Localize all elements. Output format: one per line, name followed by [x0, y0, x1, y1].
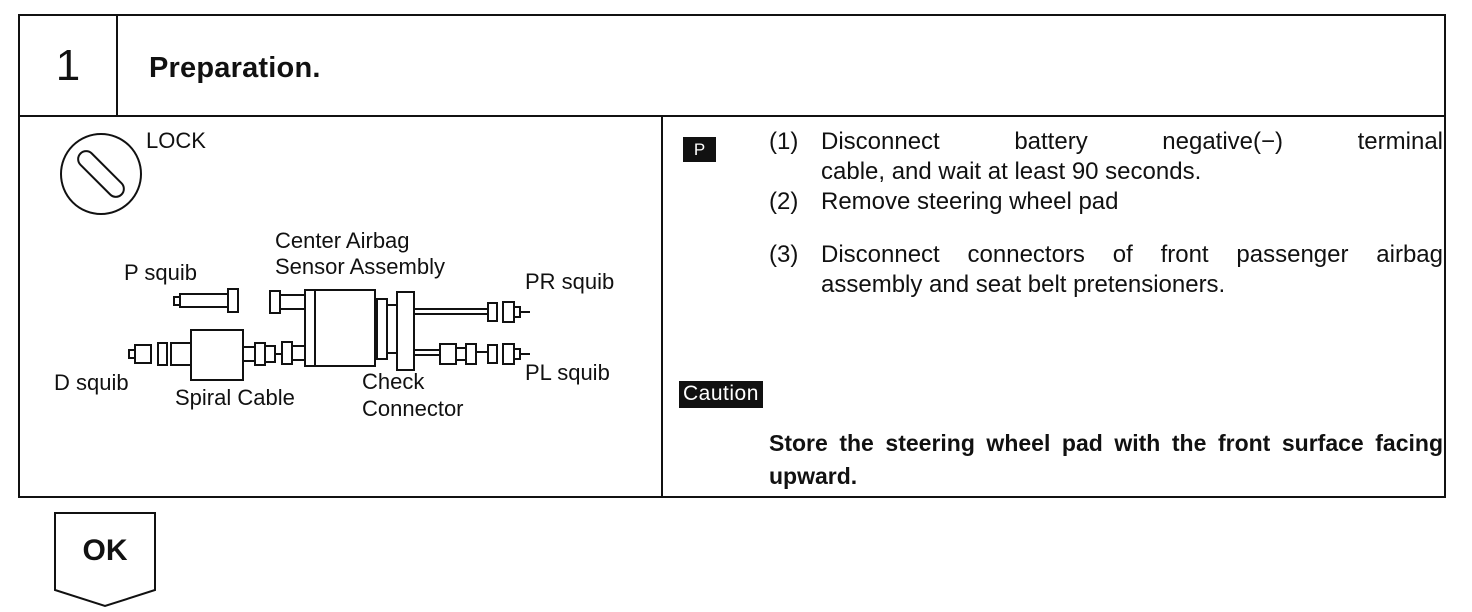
ignition-lock-icon [60, 133, 142, 215]
caution-text: Store the steering wheel pad with the fr… [769, 430, 1443, 489]
step-text-line2: cable, and wait at least 90 seconds. [821, 158, 1202, 185]
spiral-cable-label: Spiral Cable [175, 385, 295, 410]
instruction-pane: P (1) Disconnect battery negative(−) ter… [663, 117, 1446, 498]
ok-result-marker: OK [54, 512, 156, 608]
diagram-pane: LOCK P squib Center Airbag Sensor Assemb… [20, 117, 663, 498]
step-number-label: (2) [769, 188, 799, 215]
pl-squib-label: PL squib [525, 360, 610, 385]
p-badge: P [683, 137, 716, 162]
ok-arrow-icon [54, 512, 156, 608]
step-title: Preparation. [149, 52, 321, 84]
airbag-wiring-diagram: LOCK P squib Center Airbag Sensor Assemb… [54, 128, 614, 421]
list-item: (2) Remove steering wheel pad [769, 187, 1443, 217]
step-header: 1 Preparation. [20, 16, 1444, 117]
step-text: Disconnect connectors of front passenger… [821, 241, 1443, 298]
step-text: Disconnect battery negative(−) terminal … [821, 127, 1443, 187]
list-item: (3) Disconnect connectors of front passe… [769, 240, 1443, 300]
procedure-frame: 1 Preparation. LOCK P squib Center Airba… [18, 14, 1446, 498]
lock-label: LOCK [146, 128, 206, 153]
ok-label: OK [82, 534, 128, 567]
p-squib-label: P squib [124, 260, 197, 285]
step-number: 1 [20, 16, 118, 115]
pr-squib-label: PR squib [525, 269, 614, 294]
list-item: (1) Disconnect battery negative(−) termi… [769, 127, 1443, 187]
step-number-label: (3) [769, 241, 799, 268]
step-list: (1) Disconnect battery negative(−) termi… [769, 127, 1443, 300]
check-connector-label-line2: Connector [362, 396, 464, 421]
check-connector-label-line1: Check [362, 369, 425, 394]
step-number-label: (1) [769, 128, 799, 155]
caution-badge: Caution [679, 381, 763, 408]
center-airbag-label-line1: Center Airbag [275, 228, 410, 253]
d-squib-label: D squib [54, 370, 129, 395]
step-text: Remove steering wheel pad [821, 188, 1119, 215]
step-text-line1: Disconnect battery negative(−) terminal [821, 128, 1443, 155]
wiring-lines [128, 288, 530, 381]
center-airbag-label-line2: Sensor Assembly [275, 254, 445, 279]
